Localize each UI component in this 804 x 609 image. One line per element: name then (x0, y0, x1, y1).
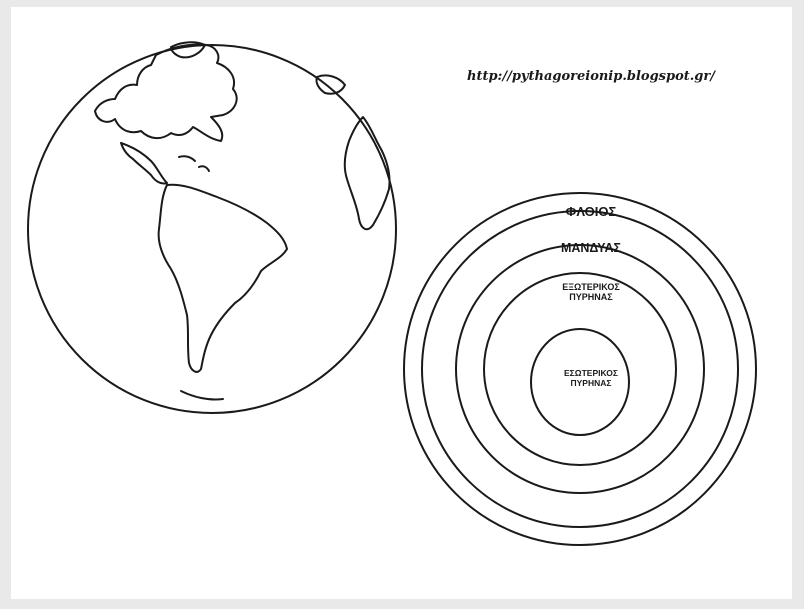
diagram-canvas: http://pythagoreionip.blogspot.gr/ ΦΛΟΙΟ… (11, 7, 792, 599)
antarctica-outline (181, 391, 223, 400)
outer-core-label: ΕΞΩΤΕΡΙΚΟΣ ΠΥΡΗΝΑΣ (521, 282, 661, 303)
central-america-outline (121, 143, 167, 184)
south-america-outline (159, 185, 287, 372)
diagram-drawing (11, 7, 792, 599)
inner-core-label: ΕΣΩΤΕΡΙΚΟΣ ΠΥΡΗΝΑΣ (521, 369, 661, 389)
globe-outline (28, 45, 396, 413)
caribbean-islands (179, 156, 209, 171)
mantle-label: ΜΑΝΔΥΑΣ (521, 241, 661, 255)
crust-label: ΦΛΟΙΟΣ (521, 205, 661, 220)
europe-outline (316, 75, 345, 93)
source-url-text: http://pythagoreionip.blogspot.gr/ (467, 69, 715, 84)
earth-globe-americas-icon (28, 42, 396, 413)
north-america-outline (95, 44, 237, 141)
africa-outline (345, 117, 390, 229)
